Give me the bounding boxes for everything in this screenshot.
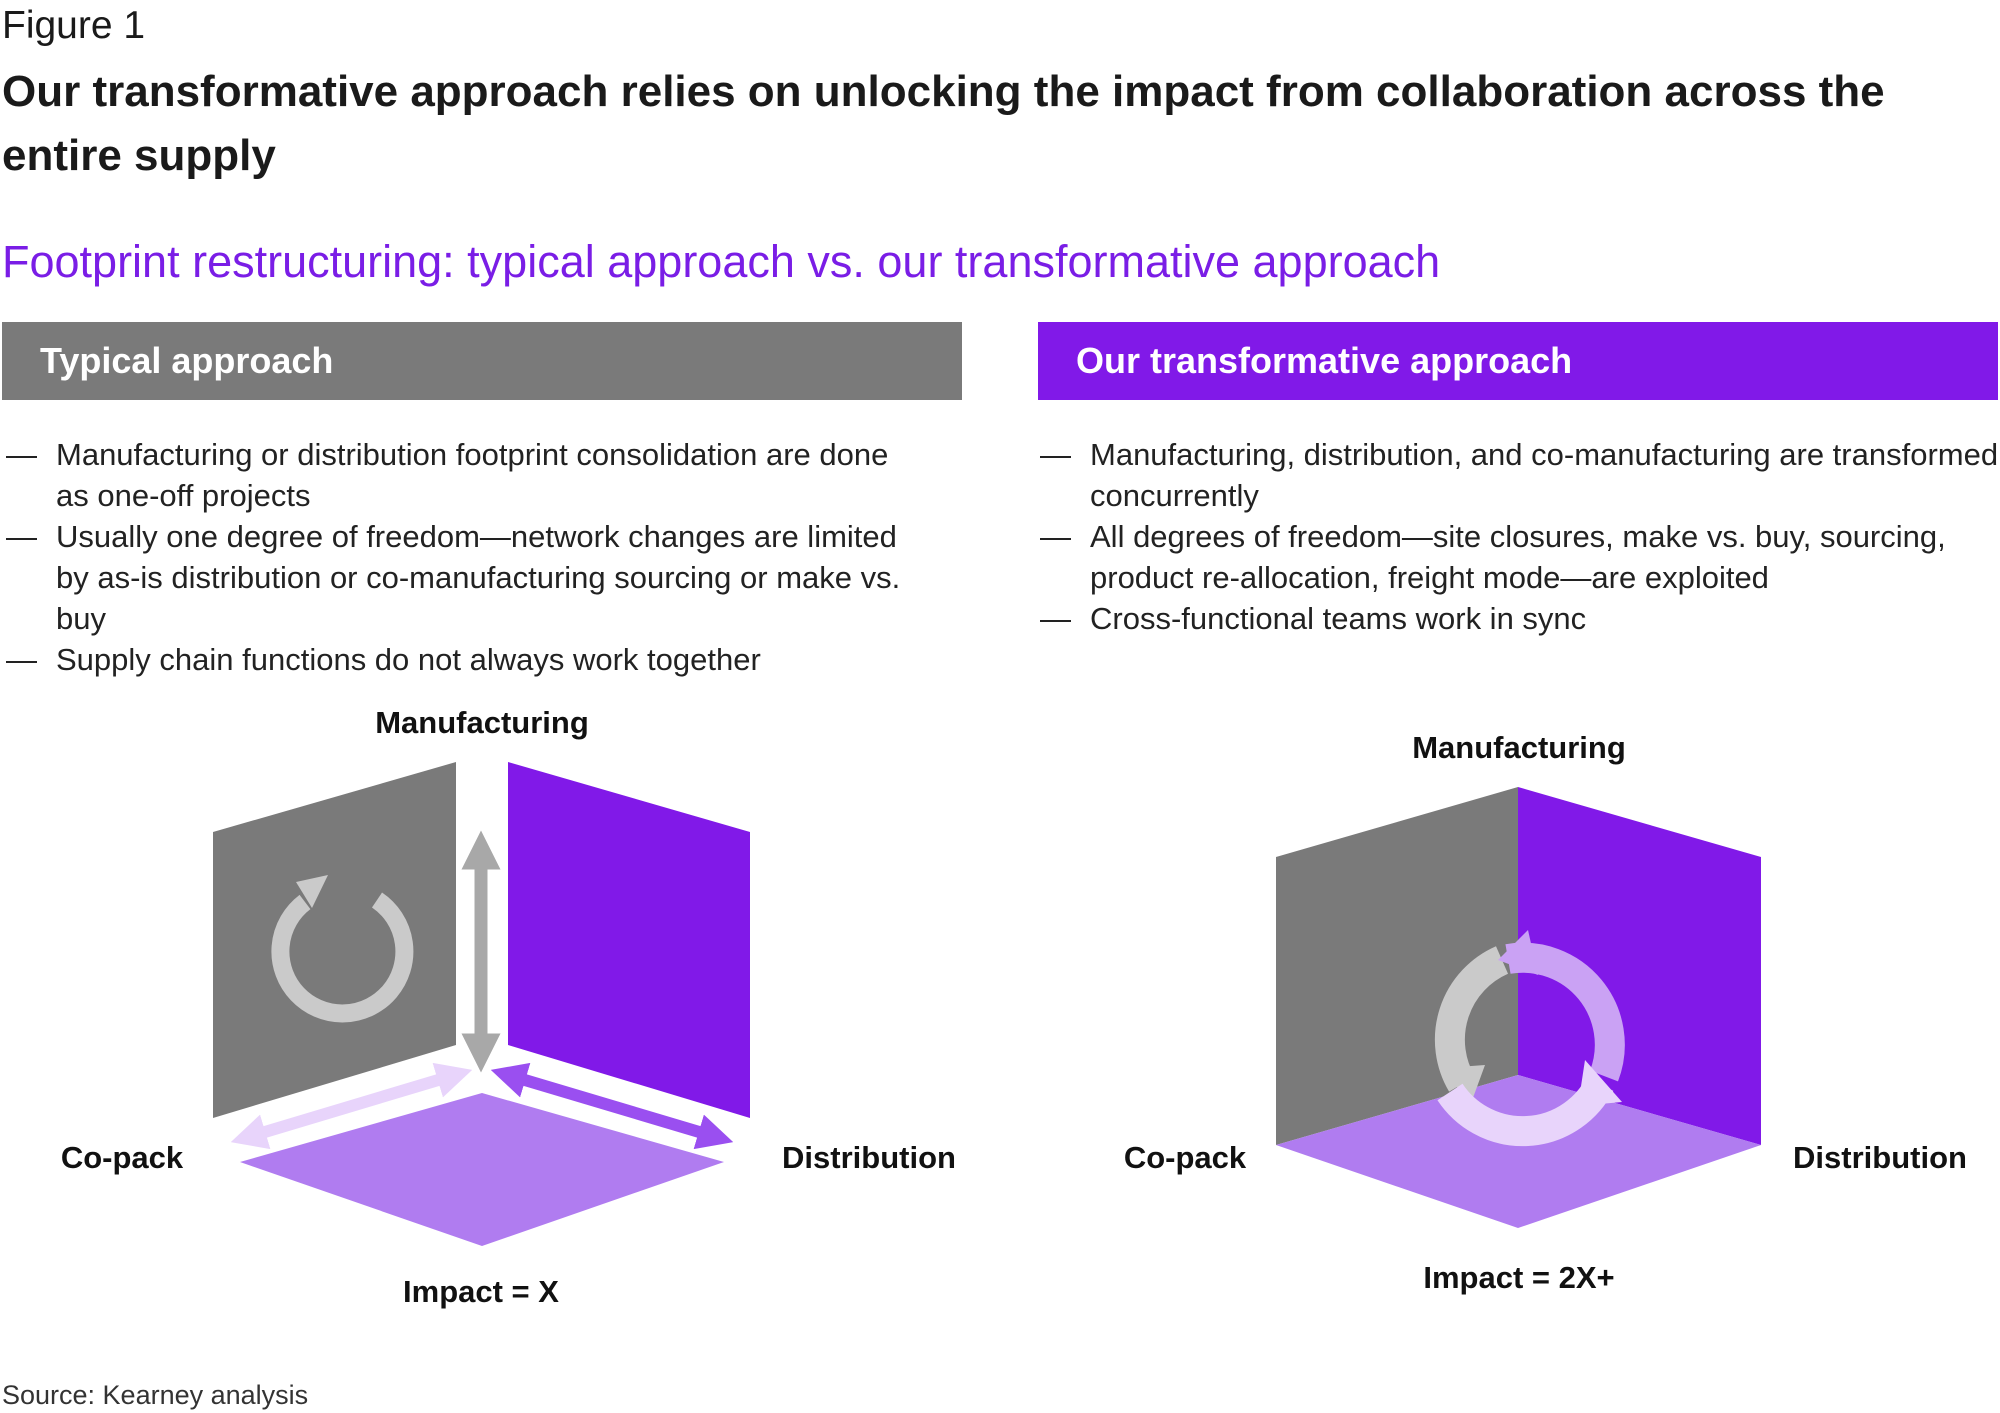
- manufacturing-panel-gray: [213, 762, 456, 1118]
- figure-subtitle: Footprint restructuring: typical approac…: [2, 236, 1441, 287]
- label-impact: Impact = 2X+: [1423, 1260, 1614, 1295]
- label-copack: Co-pack: [61, 1140, 184, 1175]
- copack-floor-panel: [1276, 1075, 1761, 1228]
- label-copack: Co-pack: [1124, 1140, 1247, 1175]
- cycle-icon: [271, 875, 414, 1023]
- typical-approach-bullets: Manufacturing or distribution footprint …: [6, 434, 926, 680]
- copack-double-arrow: [230, 1062, 473, 1150]
- label-manufacturing: Manufacturing: [1412, 730, 1626, 765]
- distribution-panel-purple: [508, 762, 750, 1118]
- bullet-item: Usually one degree of freedom—network ch…: [6, 516, 926, 639]
- typical-approach-header: Typical approach: [2, 322, 962, 400]
- bullet-item: Cross-functional teams work in sync: [1040, 598, 2000, 639]
- bullet-item: Manufacturing or distribution footprint …: [6, 434, 926, 516]
- label-impact: Impact = X: [403, 1274, 559, 1309]
- distribution-double-arrow: [490, 1062, 734, 1150]
- transformative-approach-diagram: Manufacturing Co-pack Distribution Impac…: [1124, 730, 1967, 1295]
- figure-title: Our transformative approach relies on un…: [2, 67, 1885, 180]
- figure-label: Figure 1: [2, 4, 146, 47]
- transformative-approach-header: Our transformative approach: [1038, 322, 1998, 400]
- synergy-cycle-icon: [1434, 930, 1625, 1147]
- bullet-item: Supply chain functions do not always wor…: [6, 639, 926, 680]
- source-note: Source: Kearney analysis: [2, 1380, 309, 1410]
- bullet-item: Manufacturing, distribution, and co-manu…: [1040, 434, 2000, 516]
- distribution-panel-purple: [1518, 787, 1761, 1145]
- transformative-approach-bullets: Manufacturing, distribution, and co-manu…: [1040, 434, 2000, 639]
- label-distribution: Distribution: [1793, 1140, 1967, 1175]
- label-distribution: Distribution: [782, 1140, 956, 1175]
- label-manufacturing: Manufacturing: [375, 705, 589, 740]
- typical-approach-diagram: Manufacturing Co-pack Distribution Impac…: [61, 705, 956, 1309]
- bullet-item: All degrees of freedom—site closures, ma…: [1040, 516, 2000, 598]
